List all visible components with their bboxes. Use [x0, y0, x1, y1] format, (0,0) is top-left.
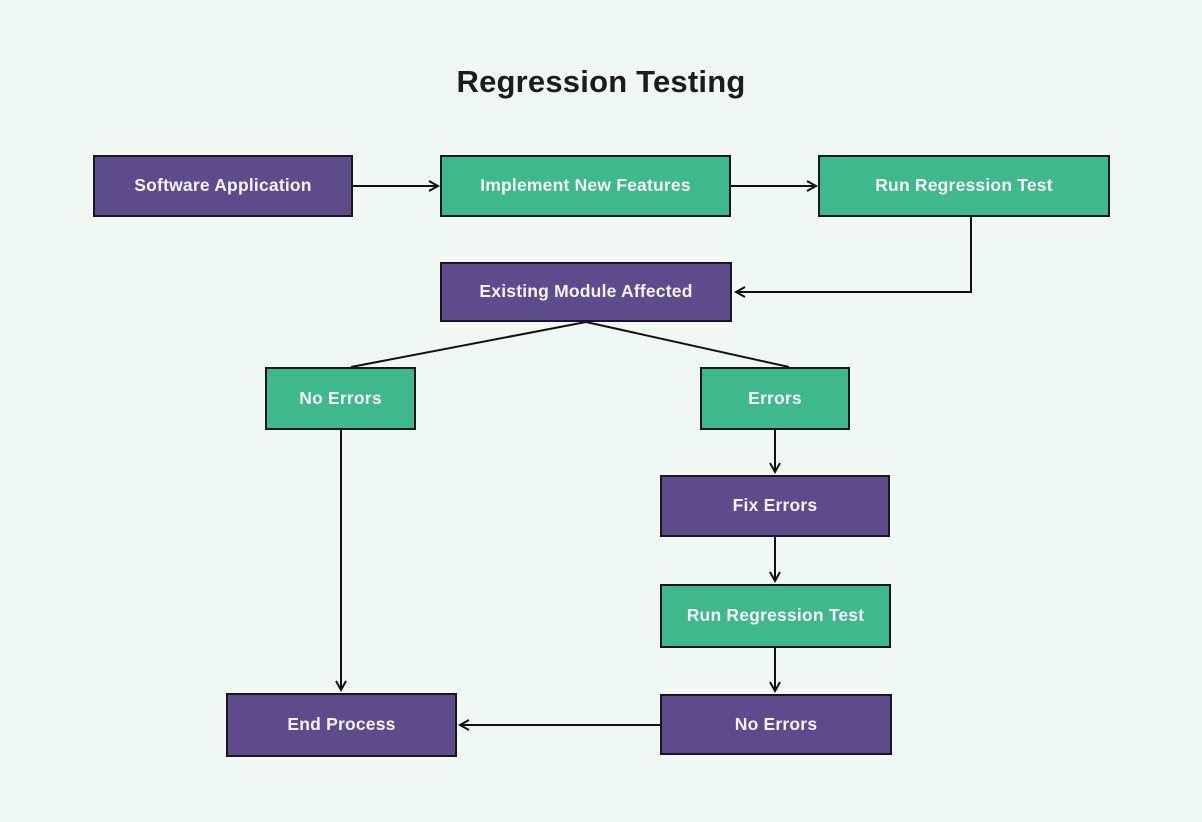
node-label: End Process	[287, 714, 396, 735]
node-fix-errors: Fix Errors	[660, 475, 890, 537]
node-label: Implement New Features	[480, 175, 691, 196]
node-no-errors-right: No Errors	[660, 694, 892, 755]
node-label: Run Regression Test	[875, 175, 1053, 196]
node-software-application: Software Application	[93, 155, 353, 217]
node-end-process: End Process	[226, 693, 457, 757]
connector-existing-to-no-errors	[350, 321, 587, 368]
node-label: Software Application	[134, 175, 312, 196]
node-label: Fix Errors	[732, 495, 818, 516]
connector-run-test-to-existing-module	[733, 217, 972, 298]
connector-existing-to-errors	[585, 321, 790, 368]
node-label: No Errors	[299, 387, 382, 408]
node-errors: Errors	[700, 367, 850, 430]
node-label: Run Regression Test	[686, 605, 865, 626]
node-label: Errors	[748, 387, 802, 408]
node-run-regression-test-2: Run Regression Test	[660, 584, 891, 648]
node-implement-new-features: Implement New Features	[440, 155, 731, 217]
node-no-errors-left: No Errors	[265, 367, 416, 430]
node-label: No Errors	[734, 713, 818, 734]
node-existing-module-affected: Existing Module Affected	[440, 262, 732, 322]
node-label: Existing Module Affected	[479, 281, 693, 302]
diagram-title: Regression Testing	[456, 64, 746, 99]
node-run-regression-test-1: Run Regression Test	[818, 155, 1110, 217]
